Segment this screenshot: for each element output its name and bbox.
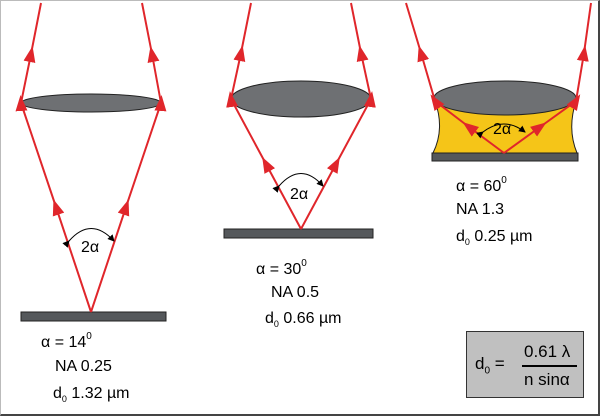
formula-d-subscript: 0 [484,365,491,377]
angle-arc-2 [272,173,324,193]
angle-arc-3 [476,123,526,139]
alpha-value-3: α = 60 [456,178,502,195]
d0-label-2: d0 0.66 µm [265,310,342,329]
slide-2 [223,228,374,239]
panel-3-optics [405,2,592,162]
formula-denominator: n sinα [524,370,570,389]
angle-label-3: 2α [493,121,512,138]
d0-subscript-3: 0 [464,237,470,248]
lens-2 [230,80,372,118]
alpha-value-1: α = 14 [41,334,87,351]
degree-mark-1: 0 [86,331,92,342]
alpha-label-2: α = 300 [256,258,307,279]
lens-1 [20,93,162,113]
angle-label-2: 2α [290,186,309,203]
resolution-formula-box: d0 = 0.61 λ n sinα [466,331,584,398]
rays-1 [15,2,167,313]
d0-subscript-1: 0 [61,394,67,405]
d0-value-1: 1.32 µm [66,385,130,402]
formula-equals: = [490,354,505,373]
angle-arc-1 [62,228,115,248]
d0-symbol-2: d [265,310,274,327]
na-label-1: NA 0.25 [55,358,112,375]
panel-2-optics [223,2,376,239]
d0-label-3: d0 0.25 µm [456,228,533,247]
formula-lhs: d0 = [475,354,505,376]
d0-value-3: 0.25 µm [469,228,533,245]
d0-symbol-3: d [456,228,465,245]
slide-3 [431,152,579,162]
alpha-value-2: α = 30 [256,261,302,278]
formula-d-symbol: d [475,354,485,373]
panel-1-optics [15,2,167,322]
alpha-label-3: α = 600 [456,175,507,196]
alpha-label-1: α = 140 [41,331,92,352]
d0-value-2: 0.66 µm [278,310,342,327]
d0-symbol-1: d [53,385,62,402]
formula-numerator: 0.61 λ [524,342,571,361]
d0-label-1: d0 1.32 µm [53,385,130,404]
angle-label-1: 2α [81,239,100,256]
degree-mark-3: 0 [501,175,507,186]
na-label-3: NA 1.3 [456,201,505,218]
fraction-bar [522,365,577,367]
d0-subscript-2: 0 [273,319,279,330]
lens-3 [433,80,577,116]
degree-mark-2: 0 [301,258,307,269]
slide-1 [20,311,167,322]
na-label-2: NA 0.5 [271,284,320,301]
